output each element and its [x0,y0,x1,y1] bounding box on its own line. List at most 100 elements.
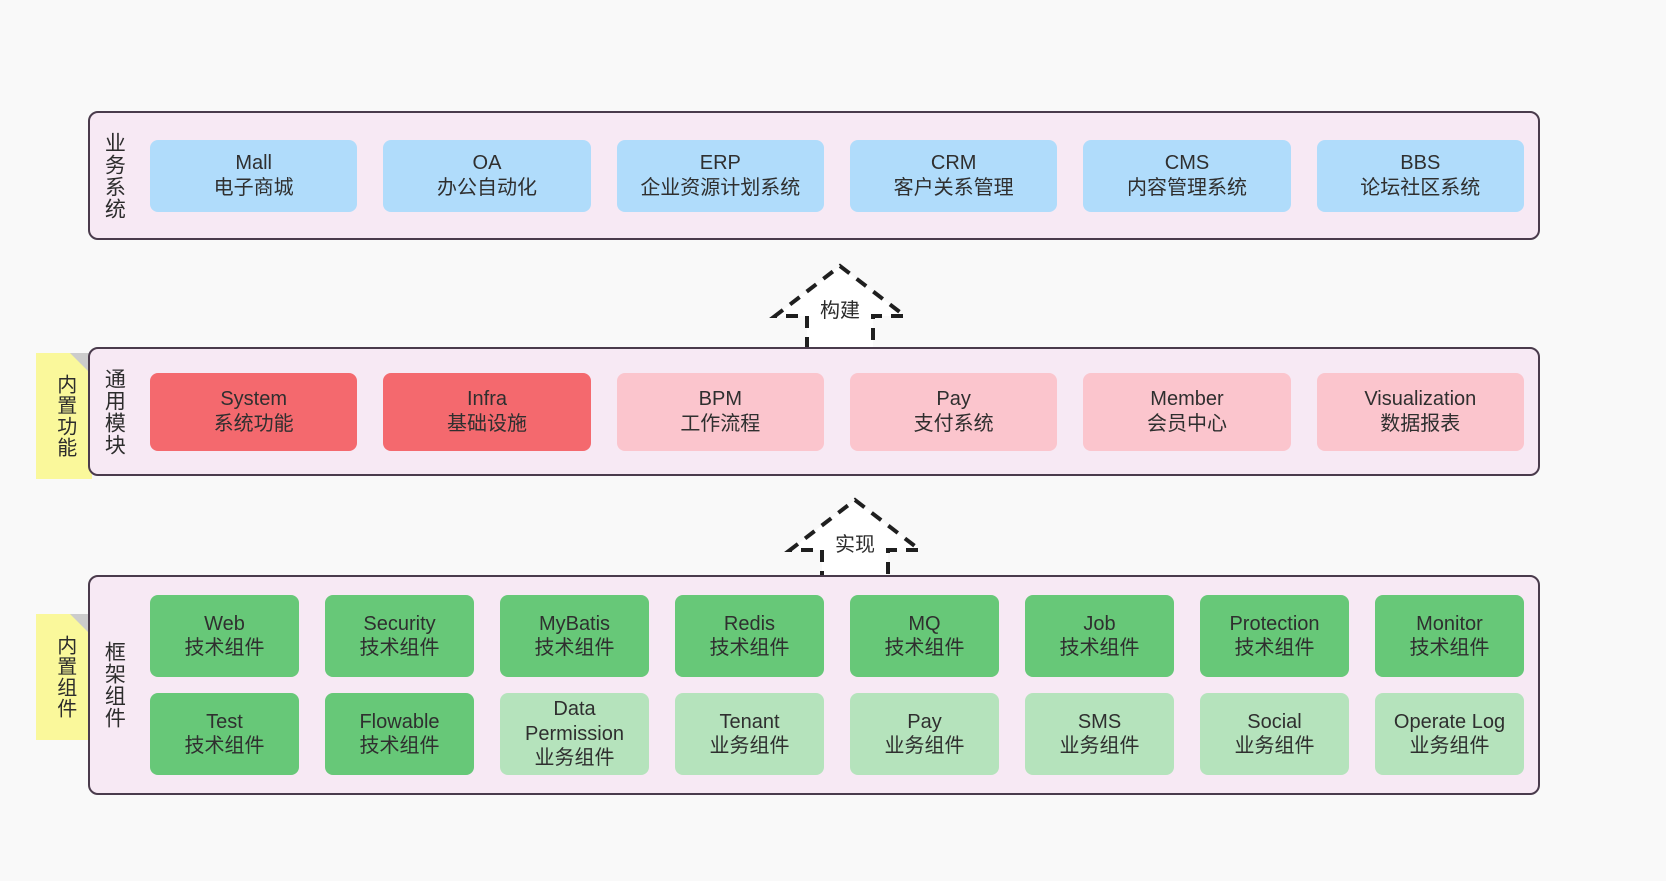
card-monitor[interactable]: Monitor 技术组件 [1375,595,1524,677]
card-title-cn: 技术组件 [534,637,615,659]
card-title-cn: 技术组件 [884,637,965,659]
card-title-en: MyBatis [538,612,611,635]
card-title-cn: 内容管理系统 [1126,176,1247,199]
arrow-label-build: 构建 [820,300,860,322]
card-job[interactable]: Job 技术组件 [1025,595,1174,677]
card-sms[interactable]: SMS 业务组件 [1025,693,1174,775]
arrow-label-realize: 实现 [835,534,875,556]
card-operate-log[interactable]: Operate Log 业务组件 [1375,693,1524,775]
card-title-cn: 工作流程 [680,412,761,435]
card-test[interactable]: Test 技术组件 [150,693,299,775]
card-pay[interactable]: Pay 支付系统 [849,372,1058,451]
card-title-en: Operate Log [1393,710,1506,733]
card-title-en: ERP [699,152,741,175]
card-crm[interactable]: CRM 客户关系管理 [849,139,1058,212]
card-mq[interactable]: MQ 技术组件 [850,595,999,677]
card-bbs[interactable]: BBS 论坛社区系统 [1316,139,1524,212]
card-row: Test 技术组件 Flowable 技术组件 Data Permission … [150,693,1524,775]
layer-framework-component[interactable]: 框架组件 Web 技术组件 Security 技术组件 MyBatis 技术组件… [88,575,1540,795]
arrow-build-glyph [769,263,911,358]
layer-title-common: 通用模块 [102,367,126,456]
card-title-cn: 技术组件 [184,735,265,757]
layer-title-framework: 框架组件 [102,641,126,729]
card-security[interactable]: Security 技术组件 [325,595,474,677]
note-label: 内置组件 [53,635,76,719]
arrow-realize-glyph [784,497,926,592]
card-title-en: Pay [936,388,971,411]
card-title-en: Member [1150,388,1224,411]
card-tenant[interactable]: Tenant 业务组件 [675,693,824,775]
card-title-cn: 业务组件 [709,735,790,757]
card-title-en: System [220,388,287,411]
layer-common-module[interactable]: 通用模块 System 系统功能 Infra 基础设施 BPM 工作流程 Pay… [88,347,1540,476]
card-cms[interactable]: CMS 内容管理系统 [1083,139,1291,212]
card-title-en: Infra [466,388,507,411]
card-title-cn: 技术组件 [1409,637,1490,659]
card-title-cn: 支付系统 [913,412,994,435]
card-title-en: Test [206,710,243,733]
layer-body-framework: Web 技术组件 Security 技术组件 MyBatis 技术组件 Redi… [136,577,1538,793]
layer-business-system[interactable]: 业务系统 Mall 电子商城 OA 办公自动化 ERP 企业资源计划系统 CRM… [88,111,1540,240]
card-title-cn: 技术组件 [709,637,790,659]
card-infra[interactable]: Infra 基础设施 [383,372,591,451]
card-system[interactable]: System 系统功能 [150,372,358,451]
card-title-cn: 技术组件 [184,637,265,659]
layer-title-business: 业务系统 [102,131,126,220]
note-fold-icon [70,353,92,375]
card-title-cn: 论坛社区系统 [1360,176,1481,199]
card-title-cn: 数据报表 [1380,412,1461,435]
arrow-build: 构建 [755,258,925,358]
card-pay-business[interactable]: Pay 业务组件 [850,693,999,775]
card-title-cn: 客户关系管理 [893,176,1014,199]
card-title-en: Web [204,612,245,635]
card-title-cn: 业务组件 [1409,735,1490,757]
card-visualization[interactable]: Visualization 数据报表 [1316,372,1524,451]
card-row: System 系统功能 Infra 基础设施 BPM 工作流程 Pay 支付系统… [150,372,1524,451]
card-title-cn: 业务组件 [534,747,615,770]
card-title-cn: 基础设施 [446,412,527,435]
card-protection[interactable]: Protection 技术组件 [1200,595,1349,677]
note-label: 内置功能 [53,374,76,458]
card-title-cn: 业务组件 [884,735,965,757]
card-title-en: Data Permission [525,698,624,745]
card-redis[interactable]: Redis 技术组件 [675,595,824,677]
card-title-en: Social [1247,710,1302,733]
card-erp[interactable]: ERP 企业资源计划系统 [616,139,824,212]
card-mall[interactable]: Mall 电子商城 [150,139,358,212]
layer-body-common: System 系统功能 Infra 基础设施 BPM 工作流程 Pay 支付系统… [136,349,1538,474]
card-title-en: Flowable [359,710,440,733]
note-builtin-component[interactable]: 内置组件 [36,614,92,740]
card-title-cn: 业务组件 [1234,735,1315,757]
note-fold-icon [70,614,92,636]
card-title-cn: 会员中心 [1146,412,1227,435]
card-social[interactable]: Social 业务组件 [1200,693,1349,775]
layer-body-business: Mall 电子商城 OA 办公自动化 ERP 企业资源计划系统 CRM 客户关系… [136,113,1538,238]
card-title-en: Tenant [719,710,780,733]
card-title-cn: 技术组件 [359,637,440,659]
card-title-cn: 技术组件 [359,735,440,757]
card-title-cn: 办公自动化 [436,176,537,199]
card-title-en: OA [472,152,502,175]
card-flowable[interactable]: Flowable 技术组件 [325,693,474,775]
card-row: Mall 电子商城 OA 办公自动化 ERP 企业资源计划系统 CRM 客户关系… [150,139,1524,212]
card-title-en: Pay [907,710,942,733]
card-data-permission[interactable]: Data Permission 业务组件 [500,693,649,775]
card-title-en: Monitor [1416,612,1483,635]
card-oa[interactable]: OA 办公自动化 [383,139,591,212]
card-title-cn: 业务组件 [1059,735,1140,757]
card-title-en: CMS [1164,152,1210,175]
card-web[interactable]: Web 技术组件 [150,595,299,677]
card-title-cn: 企业资源计划系统 [640,176,801,199]
card-title-en: Protection [1229,612,1320,635]
card-title-en: SMS [1077,710,1122,733]
card-title-cn: 技术组件 [1234,637,1315,659]
card-title-en: CRM [930,152,977,175]
card-title-en: BBS [1400,152,1441,175]
card-mybatis[interactable]: MyBatis 技术组件 [500,595,649,677]
card-bpm[interactable]: BPM 工作流程 [616,372,824,451]
note-builtin-function[interactable]: 内置功能 [36,353,92,479]
card-title-en: Redis [723,612,776,635]
card-member[interactable]: Member 会员中心 [1083,372,1291,451]
arrow-realize: 实现 [770,492,940,592]
card-title-en: BPM [698,388,742,411]
